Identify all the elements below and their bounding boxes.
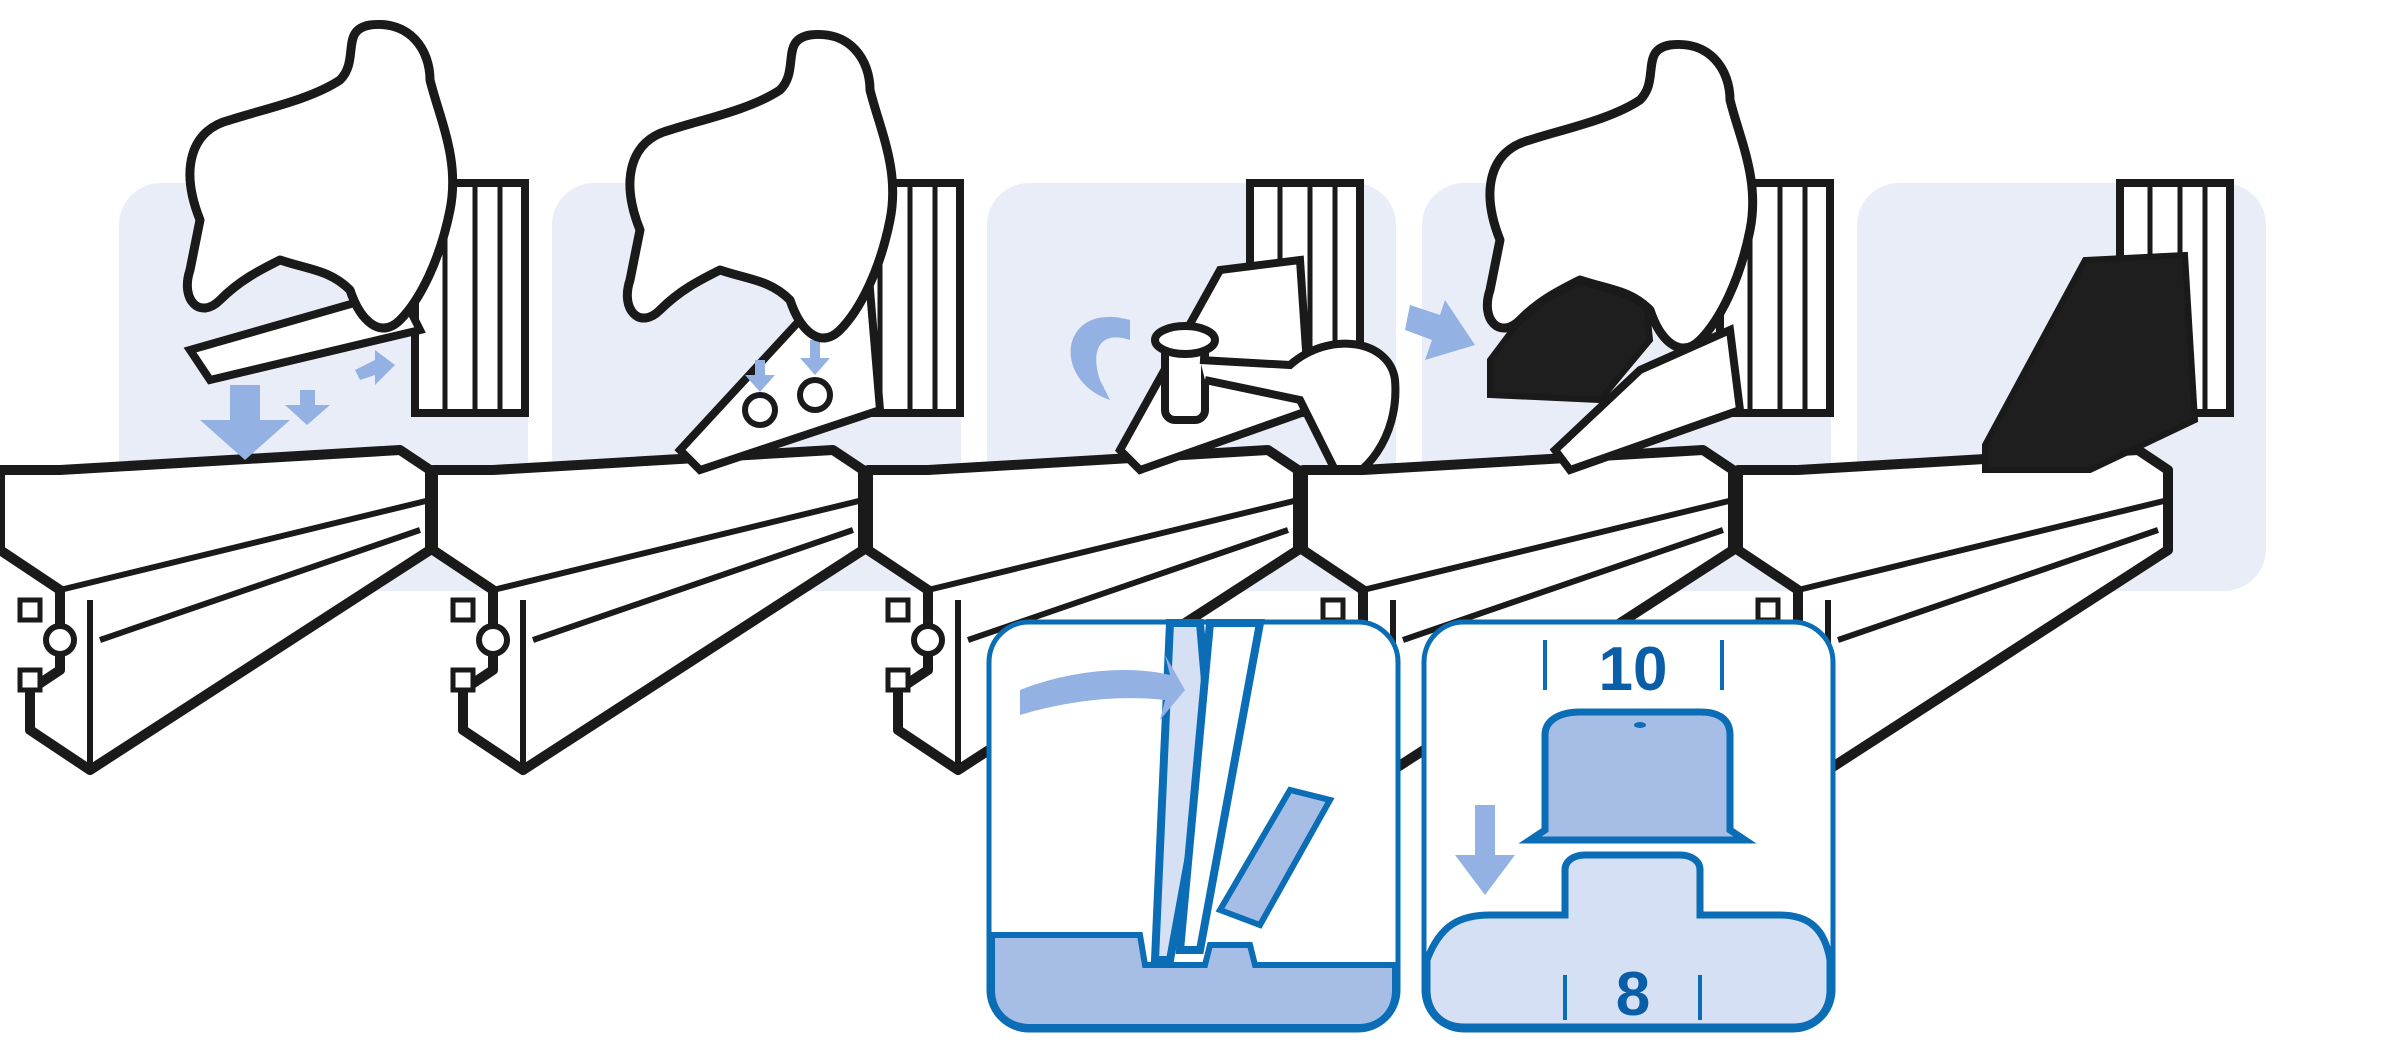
cover-cap-profile xyxy=(1518,708,1757,844)
rotate-arrow-icon xyxy=(1070,316,1130,400)
side-cutter xyxy=(1175,619,1265,954)
step-panel-5 xyxy=(1738,183,2266,770)
right-arrow-icon xyxy=(1405,300,1475,360)
step-panel-4 xyxy=(1303,44,1831,770)
step-panel-1 xyxy=(0,24,528,770)
aluminum-profile xyxy=(433,450,863,770)
aluminum-profile xyxy=(0,450,430,770)
dimension-lines xyxy=(1543,640,1724,1020)
down-arrow-icon xyxy=(200,385,290,460)
down-arrow-icon xyxy=(1455,805,1515,895)
down-arrow-icon xyxy=(745,360,775,392)
screw-head xyxy=(742,392,778,428)
detail-break-off-tab xyxy=(986,619,1401,1033)
down-arrow-icon xyxy=(800,340,830,375)
break-off-tab xyxy=(1215,786,1335,929)
step-panel-3 xyxy=(868,183,1400,770)
black-cover-cap xyxy=(1982,251,2199,473)
angle-bracket xyxy=(1549,324,1745,475)
curved-arrow-icon xyxy=(1020,655,1185,720)
profile-slot xyxy=(1423,851,1834,1031)
bottom-dimension-label: 8 xyxy=(1616,960,1650,1029)
top-dimension-label: 10 xyxy=(1599,635,1668,704)
step-panel-2 xyxy=(433,34,961,770)
screw-head xyxy=(797,377,833,413)
down-arrow-icon xyxy=(285,390,330,425)
right-arrow-icon xyxy=(355,350,395,385)
profile-section xyxy=(989,932,1398,1030)
tool-handle xyxy=(1151,322,1219,358)
cap-hole xyxy=(1634,722,1646,728)
detail-slot-size: 10 8 xyxy=(1421,619,1836,1033)
